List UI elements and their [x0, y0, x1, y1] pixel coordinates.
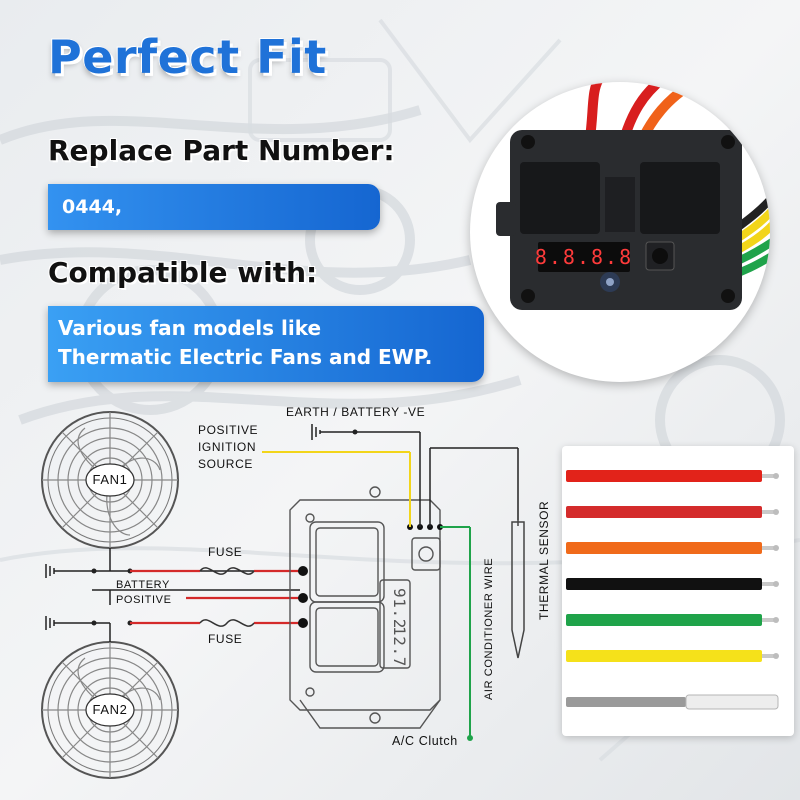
wire-sample-4: [566, 578, 779, 590]
page-title: Perfect Fit: [48, 30, 327, 84]
ignition-label-3: SOURCE: [198, 457, 253, 471]
fuse-bottom-label: FUSE: [208, 632, 242, 646]
controller-module-image: 8.8.8.8: [496, 82, 770, 310]
battery-label-2: POSITIVE: [116, 594, 172, 606]
relay-right: [640, 162, 720, 234]
wire-samples: [566, 470, 779, 710]
diagram-display-lower: 12.7: [390, 626, 409, 667]
fan1-illustration: FAN1: [41, 411, 179, 549]
ignition-label-2: IGNITION: [198, 440, 256, 454]
controller-photo: 8.8.8.8: [470, 82, 770, 382]
relay-left: [520, 162, 600, 234]
replace-heading: Replace Part Number:: [48, 134, 395, 167]
led-display: [538, 242, 630, 272]
wire-sample-1: [566, 470, 779, 482]
thermal-sensor-label: THERMAL SENSOR: [537, 501, 551, 620]
battery-label-1: BATTERY: [116, 579, 170, 591]
earth-label: EARTH / BATTERY -VE: [286, 405, 425, 419]
fuse-top-label: FUSE: [208, 545, 242, 559]
wiring-diagram: FAN1 FAN2: [41, 405, 551, 779]
led-display-digits: 8.8.8.8: [535, 245, 633, 269]
wire-samples-card: [562, 446, 794, 736]
sensor-cable-sample: [566, 694, 779, 710]
part-number-banner: 0444,: [48, 184, 380, 230]
compatibility-line-1: Various fan models like: [58, 316, 322, 340]
wire-sample-5: [566, 614, 779, 626]
fan2-illustration: FAN2: [41, 641, 179, 779]
ignition-label-1: POSITIVE: [198, 423, 258, 437]
wire-sample-6: [566, 650, 779, 662]
push-button: [652, 248, 668, 264]
thermal-sensor-probe: [511, 520, 525, 659]
wire-sample-3: [566, 542, 779, 554]
fan2-label: FAN2: [93, 702, 128, 717]
compatible-heading: Compatible with:: [48, 256, 318, 289]
compatibility-line-2: Thermatic Electric Fans and EWP.: [58, 345, 433, 369]
ac-clutch-label: A/C Clutch: [392, 734, 458, 748]
wire-sample-2: [566, 506, 779, 518]
aircon-wire-label: AIR CONDITIONER WIRE: [483, 558, 495, 700]
part-number-value: 0444,: [62, 196, 123, 218]
diagram-display-upper: 91.2: [390, 588, 409, 629]
controller-outline: [289, 486, 441, 729]
fan1-label: FAN1: [93, 472, 128, 487]
compatibility-banner: Various fan models like Thermatic Electr…: [48, 306, 484, 382]
